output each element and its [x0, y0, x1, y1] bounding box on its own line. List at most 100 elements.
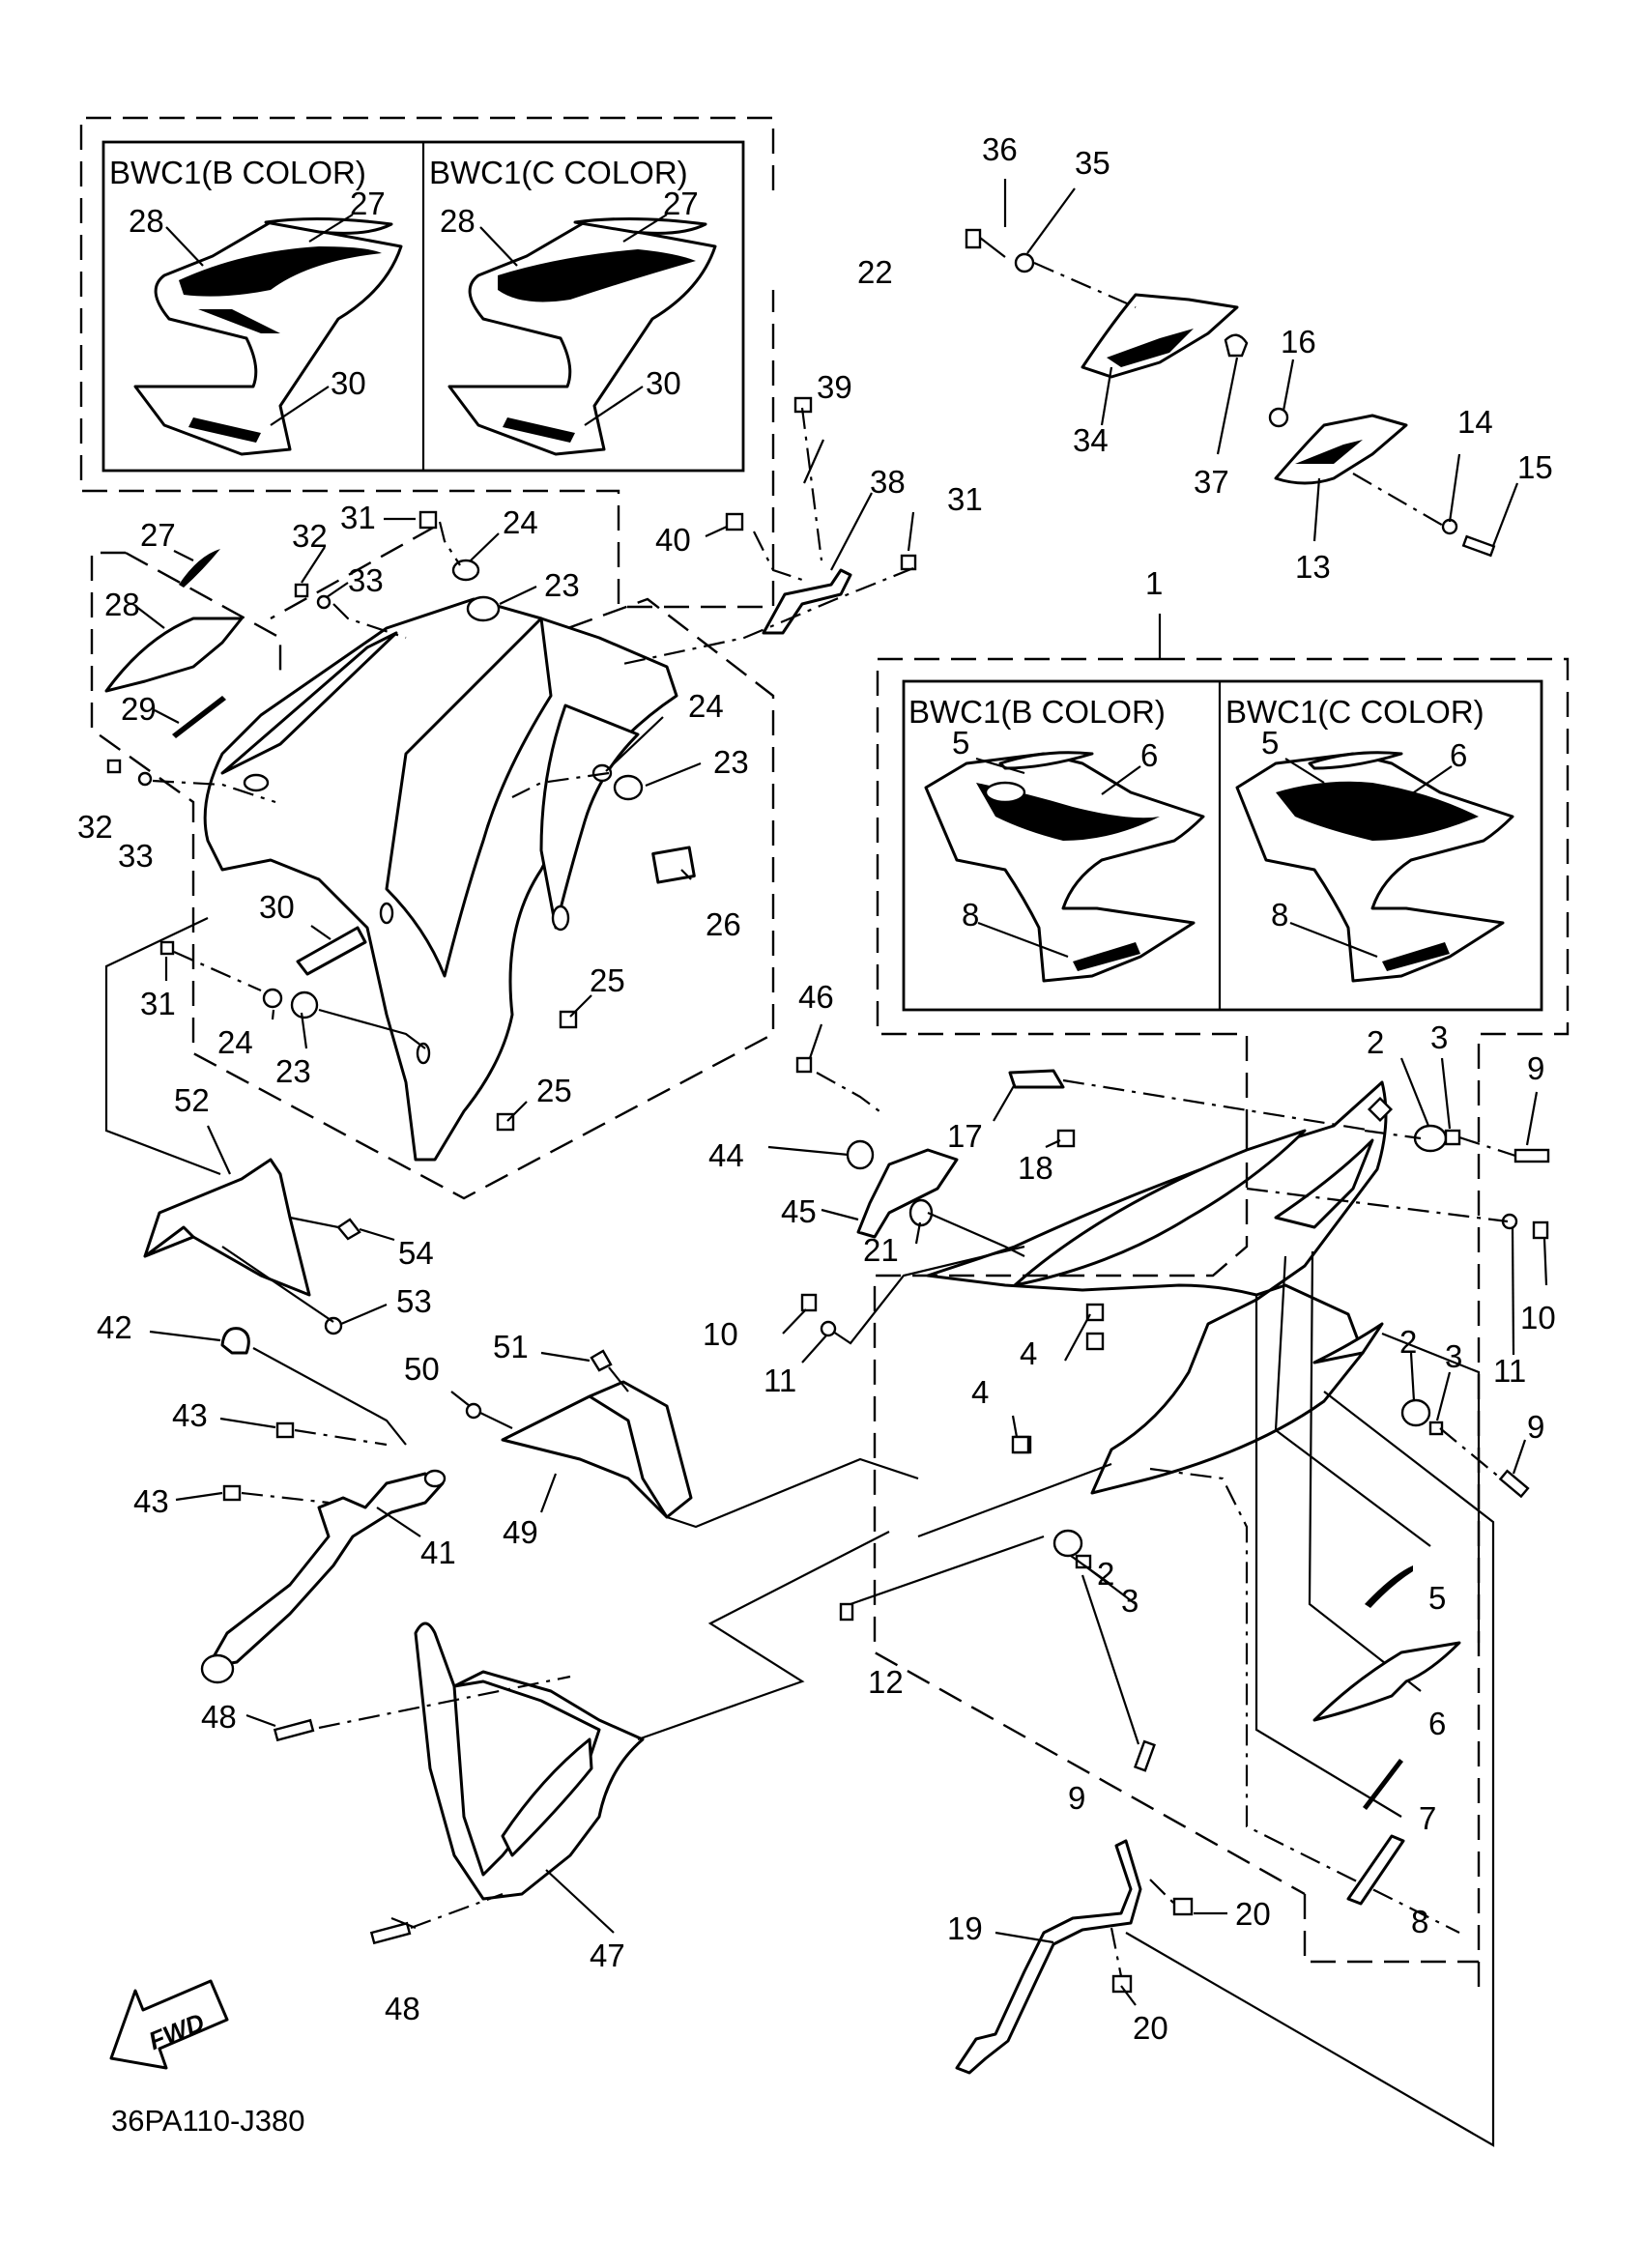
callout-18: 18: [1018, 1150, 1053, 1186]
callout-39: 39: [817, 369, 852, 405]
callout-42: 42: [97, 1309, 132, 1345]
callout-3: 3: [1430, 1019, 1448, 1055]
callout-47: 47: [590, 1938, 625, 1973]
callout-38: 38: [870, 464, 906, 500]
callout-5: 5: [952, 725, 969, 761]
part-48-bolt: [273, 1718, 315, 1742]
callout-30: 30: [646, 365, 681, 401]
part-5-decal: [1365, 1565, 1413, 1608]
part-51-pin: [590, 1349, 613, 1372]
part-7-decal: [1363, 1759, 1403, 1810]
bracket-52: [143, 1158, 311, 1297]
callout-8: 8: [962, 897, 979, 933]
diagram-code: 36PA110-J380: [111, 2104, 305, 2138]
callout-30: 30: [331, 365, 366, 401]
callout-3: 3: [1121, 1583, 1139, 1619]
callout-28: 28: [440, 203, 476, 239]
callout-27: 27: [140, 517, 176, 553]
callout-24: 24: [688, 688, 724, 724]
bracket-41: [200, 1469, 447, 1684]
callout-51: 51: [493, 1329, 529, 1364]
part-6-decal: [1312, 1641, 1461, 1722]
callout-2: 2: [1399, 1324, 1417, 1360]
callout-11: 11: [764, 1363, 796, 1398]
upper-left-dashed-region: [90, 525, 775, 1200]
callout-9: 9: [1068, 1780, 1085, 1816]
callout-41: 41: [420, 1535, 456, 1570]
callout-37: 37: [1194, 464, 1229, 500]
fasteners-31-32-33: [106, 510, 917, 956]
side-cowling-main: [926, 1080, 1394, 1495]
part-37-clip: [1224, 333, 1249, 358]
callout-14: 14: [1457, 404, 1493, 440]
callout-23: 23: [713, 744, 749, 780]
mid-right-leaders: [767, 1023, 1548, 1964]
inset-1-leaders: [975, 757, 1453, 959]
right-cowl-c-illustration: [1235, 751, 1514, 983]
left-cowl-b-illustration: [133, 216, 403, 456]
callout-36: 36: [982, 131, 1018, 167]
callout-9: 9: [1527, 1050, 1544, 1086]
callout-5: 5: [1261, 725, 1279, 761]
callout-29: 29: [121, 691, 157, 727]
callout-10: 10: [703, 1316, 738, 1352]
callout-9: 9: [1527, 1409, 1544, 1445]
callout-27: 27: [663, 186, 699, 221]
callout-8: 8: [1411, 1904, 1428, 1939]
part-50-grommet: [465, 1402, 482, 1420]
callout-28: 28: [104, 587, 140, 622]
callout-46: 46: [798, 979, 834, 1015]
top-right-leaders: [1003, 179, 1519, 547]
callout-30: 30: [259, 889, 295, 925]
callout-31: 31: [340, 500, 376, 535]
part-35-washer: [1014, 252, 1035, 273]
bottom-leaders: [245, 1391, 1495, 2147]
callout-12: 12: [868, 1664, 904, 1700]
lower-left-leaders: [104, 917, 919, 1537]
part-54-pin: [336, 1218, 361, 1241]
part-8-decal: [1346, 1834, 1405, 1906]
part-16-nut: [1268, 407, 1289, 428]
callout-4: 4: [971, 1374, 989, 1410]
callout-25: 25: [536, 1073, 572, 1108]
callout-35: 35: [1075, 145, 1110, 181]
bracket-38: [725, 396, 852, 635]
callout-24: 24: [503, 504, 538, 540]
part-27-decal: [179, 549, 220, 588]
callout-52: 52: [174, 1082, 210, 1118]
callout-15: 15: [1517, 449, 1553, 485]
callout-54: 54: [398, 1235, 434, 1271]
part-34-cover: [1081, 293, 1239, 379]
hardware-2-3-9-10-11: [800, 1124, 1550, 1772]
callout-7: 7: [1419, 1800, 1436, 1836]
callout-44: 44: [708, 1137, 744, 1173]
callout-50: 50: [404, 1351, 440, 1387]
inset-22-leaders: [165, 214, 668, 426]
left-cowl-c-illustration: [447, 216, 717, 456]
part-36-bolt: [965, 228, 1006, 258]
callout-31: 31: [947, 481, 983, 517]
callout-25: 25: [590, 962, 625, 998]
callout-28: 28: [129, 203, 164, 239]
callout-6: 6: [1428, 1706, 1446, 1741]
callout-2: 2: [1097, 1556, 1114, 1592]
callout-40: 40: [655, 522, 691, 558]
inset-22-variant-b-label: BWC1(B COLOR): [109, 155, 366, 190]
callout-20: 20: [1133, 2010, 1168, 2046]
callout-6: 6: [1140, 737, 1158, 773]
inset-22-variant-c-label: BWC1(C COLOR): [429, 155, 688, 190]
callout-19: 19: [947, 1910, 983, 1946]
callout-49: 49: [503, 1514, 538, 1550]
part-15-bolt: [1461, 534, 1496, 558]
part-28-decal: [104, 617, 244, 693]
lower-right-clips-4-12: [839, 1332, 1105, 1622]
fwd-arrow-icon: FWD: [109, 1979, 229, 2070]
callout-3: 3: [1445, 1338, 1462, 1374]
callout-1: 1: [1145, 565, 1163, 601]
part-14-washer: [1441, 518, 1458, 535]
callout-17: 17: [947, 1118, 983, 1154]
part-43-nut: [275, 1421, 295, 1439]
part-53-washer: [324, 1316, 343, 1335]
callout-32: 32: [292, 518, 328, 554]
callout-13: 13: [1295, 549, 1331, 585]
